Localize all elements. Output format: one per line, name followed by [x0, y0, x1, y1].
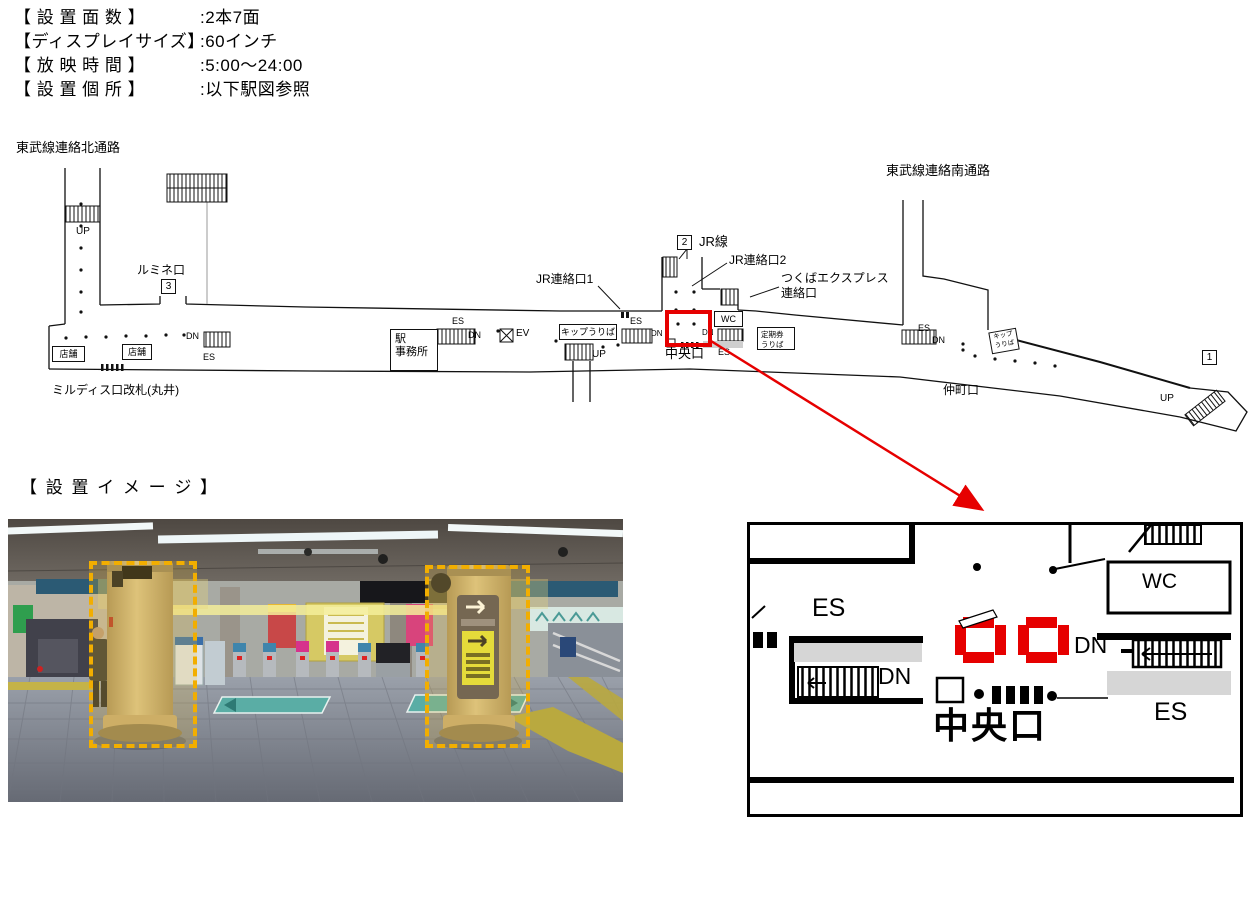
spec-label: 【 設 置 個 所 】 — [14, 80, 146, 99]
concourse-outline — [48, 168, 1248, 432]
stairs-background — [548, 623, 623, 681]
label-north-passage: 東武線連絡北通路 — [16, 140, 121, 155]
stairs-icon — [1144, 525, 1202, 545]
label-up: UP — [1160, 393, 1174, 404]
label-dn: DN — [878, 663, 912, 689]
shop-box-2: 店舗 — [122, 344, 152, 360]
left-pillar — [89, 561, 225, 742]
label-dn: DN — [651, 329, 663, 338]
label-es: ES — [452, 316, 465, 326]
station-map: 東武線連絡北通路 ルミネ口 3 JR連絡口1 2 JR線 JR連絡口2 つくばエ… — [0, 140, 1256, 440]
station-office-box: 駅 事務所 — [390, 329, 438, 371]
label-es: ES — [918, 323, 931, 333]
ticket-gates — [233, 641, 429, 680]
walkway-dots — [64, 202, 1057, 368]
install-photo — [8, 519, 623, 802]
tactile-paving-strip — [8, 682, 100, 690]
spec-value: :5:00～24:00 — [200, 56, 303, 75]
label-dn: DN — [1074, 632, 1108, 658]
spec-value: :2本7面 — [200, 8, 261, 27]
label-dn: DN — [702, 328, 714, 337]
install-image-title: 【 設 置 イ メ ー ジ 】 — [20, 478, 220, 497]
floor-decal-left — [212, 696, 332, 714]
label-dn: DN — [468, 330, 481, 340]
label-dn: DN — [932, 335, 945, 345]
inset-drawing — [750, 525, 1234, 783]
spec-row-hours: 【 放 映 時 間 】 :5:00～24:00 — [14, 54, 310, 78]
label-up: UP — [76, 226, 90, 237]
pillar-sign — [457, 595, 499, 699]
overhead-sign-right — [486, 581, 618, 597]
label-wc: WC — [1142, 570, 1177, 593]
label-jr-gate2: JR連絡口2 — [729, 253, 787, 267]
ticket-window-box: キップうりば — [559, 324, 617, 340]
tactile-paving-diagonal — [508, 707, 623, 773]
label-es: ES — [630, 316, 643, 326]
badge-exit-1: 1 — [1202, 350, 1217, 365]
inset-walls — [750, 525, 1234, 783]
left-escalator-block — [789, 636, 923, 704]
marker-flap — [958, 609, 998, 629]
display-pillar-marker-right — [1018, 617, 1069, 663]
label-central-exit: 中央口 — [933, 705, 1048, 746]
spec-row-faces: 【 設 置 面 数 】 :2本7面 — [14, 6, 310, 30]
person — [92, 627, 104, 639]
badge-exit-2: 2 — [677, 235, 692, 250]
commuter-pass-box: 定期券 うりば — [757, 327, 795, 350]
pillar-highlight-right — [425, 565, 530, 748]
spec-label: 【ディスプレイサイズ】 — [14, 32, 205, 51]
badge-exit-3: 3 — [161, 279, 176, 294]
label-es: ES — [812, 594, 846, 622]
spec-list: 【 設 置 面 数 】 :2本7面 【ディスプレイサイズ】:60インチ 【 放 映… — [14, 6, 310, 102]
spec-label: 【 放 映 時 間 】 — [14, 56, 146, 75]
pillar-highlight-left — [89, 561, 197, 748]
right-pillar — [431, 565, 519, 742]
spec-value: :60インチ — [200, 32, 278, 51]
spec-label: 【 設 置 面 数 】 — [14, 8, 146, 27]
stairs-icons — [64, 173, 1226, 427]
station-map-drawing — [48, 168, 1248, 432]
tactile-paving-right — [568, 677, 623, 721]
label-lumine-exit: ルミネ口 — [137, 263, 186, 277]
label-office-line2: 事務所 — [395, 346, 428, 358]
inset-gate — [935, 676, 1057, 704]
wc-room — [1106, 560, 1232, 615]
label-es: ES — [203, 352, 216, 362]
label-jr-line: JR線 — [699, 234, 728, 249]
camera-device — [122, 566, 152, 579]
spec-row-location: 【 設 置 個 所 】 :以下駅図参照 — [14, 78, 310, 102]
label-tx-gate-line1: つくばエクスプレス — [781, 271, 889, 285]
label-nakacho-exit: 仲町口 — [943, 383, 980, 397]
mirror-device — [431, 573, 451, 593]
label-jr-gate1: JR連絡口1 — [536, 272, 594, 286]
label-mildix-gate: ミルディス口改札(丸井) — [52, 383, 180, 397]
central-exit-inset: ES DN WC DN ES 中央口 — [747, 522, 1243, 817]
label-up: UP — [592, 349, 606, 360]
overhead-sign-left — [36, 579, 121, 594]
label-es: ES — [718, 347, 731, 357]
label-office-line1: 駅 — [395, 333, 406, 345]
wc-box: WC — [714, 311, 743, 327]
label-es: ES — [1154, 698, 1188, 726]
label-ev: EV — [516, 328, 530, 339]
shop-box-1: 店舗 — [52, 346, 85, 362]
install-location-marker — [665, 310, 712, 347]
right-stair-block — [1097, 633, 1231, 695]
spec-row-display-size: 【ディスプレイサイズ】:60インチ — [14, 30, 310, 54]
spec-value: :以下駅図参照 — [200, 80, 311, 99]
label-pass-line2: うりば — [761, 339, 784, 349]
label-dn: DN — [186, 331, 199, 341]
label-pass-line1: 定期券 — [761, 330, 784, 339]
label-central-exit: 中央口 — [665, 346, 705, 361]
label-tx-gate-line2: 連絡口 — [781, 286, 818, 300]
photo-scene — [8, 519, 623, 802]
label-south-passage: 東武線連絡南通路 — [886, 163, 991, 178]
